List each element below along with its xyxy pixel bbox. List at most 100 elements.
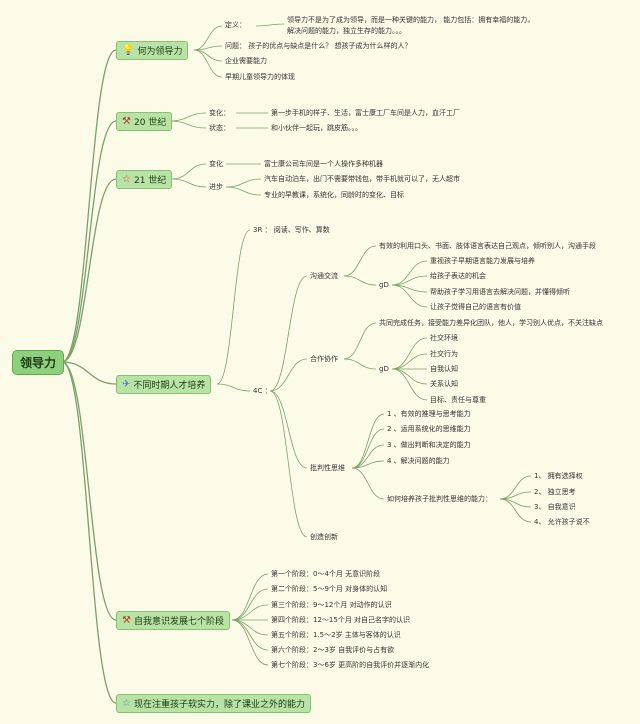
stage-item: 第三个阶段：9～12个月 对动作的认识 [271, 601, 392, 609]
critical-how-item: 1、 拥有选择权 [534, 472, 583, 480]
connector-line [216, 229, 251, 385]
connector-line [231, 619, 269, 636]
connector-line [351, 413, 385, 469]
communication-item: 帮助孩子学习用语言去解决问题，并懂得倾听 [430, 288, 570, 296]
branch-label: 现在注重孩子软实力，除了课业之外的能力 [133, 700, 305, 710]
creativity-label: 创造创新 [310, 533, 338, 541]
connector-line [231, 619, 269, 666]
connector-line [61, 120, 117, 363]
connector-line [255, 23, 285, 27]
stage-item: 第六个阶段：2～3岁 自我评价与占有欲 [271, 646, 395, 654]
communication-gd: gD [379, 281, 389, 289]
connector-line [499, 475, 532, 500]
star-icon: ☆ [122, 697, 131, 709]
connector-line [343, 275, 377, 286]
cooperation-gd: gD [379, 365, 389, 373]
branch-20th-century[interactable]: ⚒20 世纪 [116, 112, 173, 131]
c21-change-text: 富士康公司车间是一个人操作多种机器 [264, 160, 383, 168]
connector-line [343, 322, 377, 360]
connector-line [343, 245, 377, 277]
early-leadership-text: 早期儿童领导力的体现 [225, 73, 295, 81]
connector-line [269, 390, 308, 538]
branch-label: 不同时期人才培养 [133, 381, 206, 391]
branch-label: 自我意识发展七个阶段 [133, 617, 224, 627]
connector-line [231, 619, 269, 651]
branch-label: 21 世纪 [133, 176, 167, 186]
c21-progress-1: 汽车自动泊车，出门不需要带钱包，带手机就可以了，无人超市 [264, 175, 460, 183]
connector-line [61, 49, 117, 363]
connector-line [61, 361, 117, 385]
question-text: 问题： 孩子的优点与缺点是什么？ 想孩子成为什么样的人？ [225, 42, 412, 50]
connector-line [171, 163, 207, 180]
stage-item: 第二个阶段：5～9个月 对身体的认知 [271, 585, 388, 593]
star-icon: ☆ [122, 173, 131, 185]
branch-soft-skills[interactable]: ☆现在注重孩子软实力，除了课业之外的能力 [116, 694, 311, 713]
definition-label: 定义： [225, 21, 246, 29]
critical-how-item: 4、 允许孩子说不 [534, 518, 590, 526]
critical-how-item: 2、 独立思考 [534, 488, 576, 496]
stage-item: 第四个阶段：12～15个月 对自己名字的认识 [271, 616, 411, 624]
connector-line [499, 498, 532, 523]
communication-item: 重视孩子早期语言能力发展与培养 [430, 257, 535, 265]
cooperation-item: 社交行为 [430, 350, 458, 358]
connector-line [391, 337, 428, 370]
connector-line [269, 358, 308, 392]
c20-change-label: 变化： [209, 109, 230, 117]
cooperation-item: 目标、责任与尊重 [430, 396, 486, 404]
connector-line [391, 368, 428, 385]
critical-how-label: 如何培养孩子批判性思维的能力： [387, 495, 492, 503]
definition-text-1: 领导力不是为了成为领导，而是一种关键的能力， 能力包括：拥有幸福的能力， [287, 16, 535, 24]
c20-state-text: 和小伙伴一起玩，跳皮筋。。。 [271, 124, 362, 132]
cooperation-item: 关系认知 [430, 380, 458, 388]
definition-text-2: 解决问题的能力，独立生存的能力。。。 [287, 27, 406, 35]
critical-item: 1 、有效的推理与思考能力 [387, 410, 471, 418]
stage-item: 第七个阶段：3～6岁 更高阶的自我评价并逐渐内化 [271, 661, 430, 669]
critical-thinking-label: 批判性思维 [310, 464, 345, 472]
critical-item: 2 、运用系统化的思维能力 [387, 425, 471, 433]
critical-how-item: 3、 自我意识 [534, 503, 576, 511]
connector-line [225, 178, 262, 188]
c20-state-label: 状态： [209, 124, 230, 132]
lightbulb-icon: 💡 [122, 44, 135, 56]
c21-change-label: 变化 [209, 160, 223, 168]
communication-label: 沟通交流 [310, 272, 338, 280]
communication-item: 让孩子觉得自己的语言有价值 [430, 303, 521, 311]
c21-progress-2: 专业的早教课，系统化，同龄时的变化、目标 [264, 191, 404, 199]
connector-line [216, 383, 251, 392]
connector-line [225, 186, 262, 196]
root-label: 领导力 [19, 356, 56, 370]
connector-line [391, 353, 428, 370]
connector-line [193, 49, 223, 78]
branch-what-is-leadership[interactable]: 💡何为领导力 [116, 41, 189, 60]
paper-plane-icon: ✈ [122, 378, 131, 390]
connector-line [343, 358, 377, 370]
connector-line [61, 361, 117, 704]
connector-line [269, 275, 308, 392]
connector-line [61, 361, 117, 621]
branch-label: 20 世纪 [133, 118, 167, 128]
connector-line [391, 368, 428, 401]
connector-line [193, 25, 223, 51]
connector-line [231, 588, 269, 621]
stage-item: 第五个阶段：1.5～2岁 主体与客体的认识 [271, 631, 401, 639]
critical-item: 3 、做出判断和决定的能力 [387, 441, 471, 449]
4c-label: 4C ： [253, 387, 272, 395]
connector-line [351, 460, 385, 469]
c20-change-text: 第一步手机的样子、生活，富士康工厂车间是人力，血汗工厂 [271, 109, 460, 117]
tools-icon: ⚒ [122, 115, 131, 127]
connector-line [351, 467, 385, 500]
root-node[interactable]: 领导力 [12, 350, 64, 375]
cooperation-item: 社交环境 [430, 334, 458, 342]
communication-text: 有效的利用口头、书面、肢体语言表达自己观点，倾听别人，沟通手段 [379, 242, 596, 250]
branch-21st-century[interactable]: ☆21 世纪 [116, 170, 173, 189]
branch-talent-cultivation[interactable]: ✈不同时期人才培养 [116, 375, 212, 394]
connector-line [269, 390, 308, 469]
3r-text: 3R ： 阅读、写作、算数 [253, 226, 330, 234]
connector-line [61, 178, 117, 363]
c21-progress-label: 进步 [209, 183, 223, 191]
branch-self-awareness-stages[interactable]: ⚒自我意识发展七个阶段 [116, 611, 230, 630]
enterprise-text: 企业需要能力 [225, 57, 267, 65]
cooperation-item: 自我认知 [430, 365, 458, 373]
tools-icon: ⚒ [122, 614, 131, 626]
